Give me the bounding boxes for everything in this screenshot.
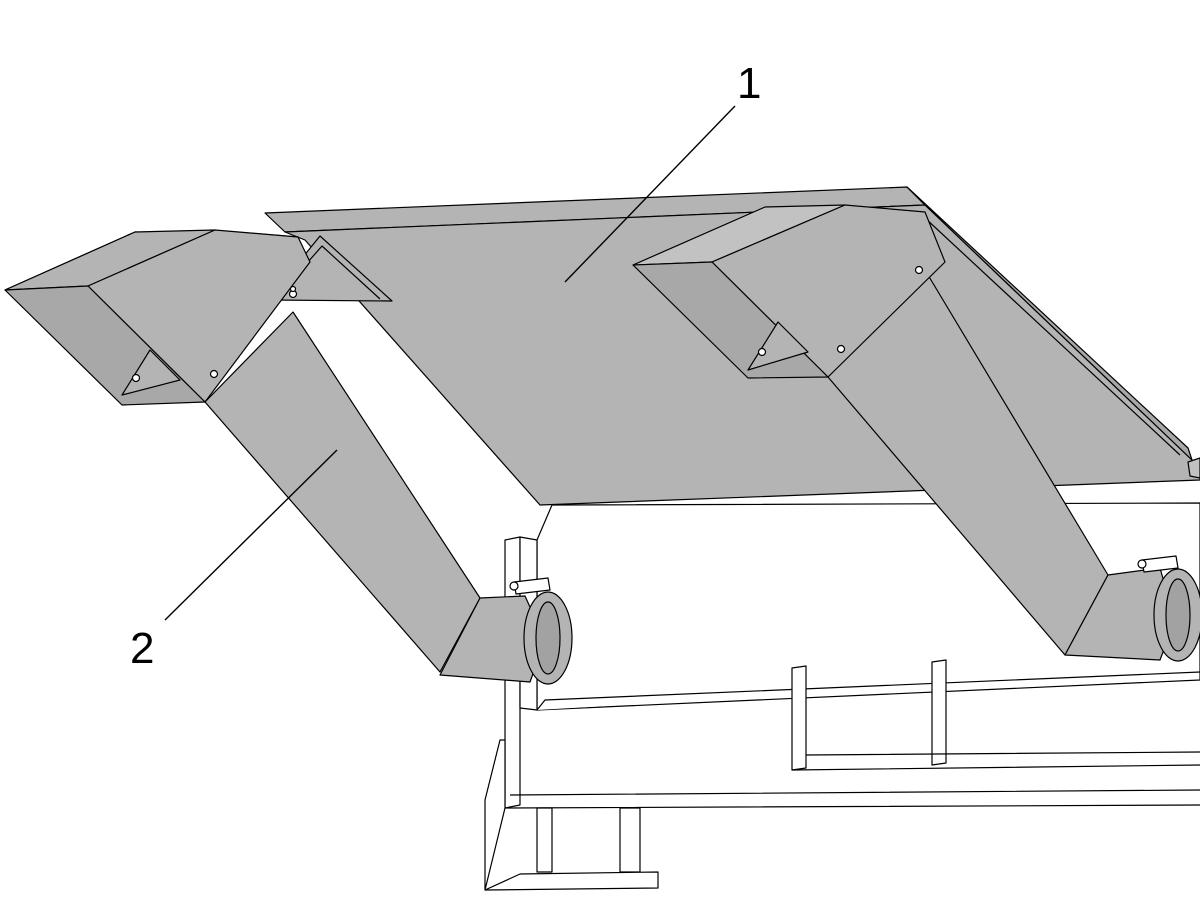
leader-line-1	[564, 105, 736, 283]
leader-line-2	[164, 449, 338, 621]
left-hood-bolt-b	[209, 369, 219, 379]
right-hood-gusset	[747, 321, 809, 371]
bracket-bolt-head	[289, 285, 297, 293]
left-clamp-ring-inner	[535, 601, 561, 675]
discharge-chute-left	[4, 229, 573, 685]
foot-leg	[484, 739, 506, 891]
foot-block-b	[619, 807, 641, 873]
cover-plate-tab	[1187, 457, 1200, 479]
cover-plate-edge-line	[924, 217, 1181, 456]
right-hood-bolt-a	[757, 347, 767, 357]
right-clamp-nut	[1137, 559, 1147, 569]
foot-base	[484, 871, 659, 891]
callout-label-2: 2	[130, 624, 155, 673]
left-hood-gusset	[121, 349, 181, 396]
leader-lines	[164, 105, 736, 621]
right-hood-bolt-b	[836, 344, 846, 354]
upright-b	[931, 659, 947, 766]
bottom-rail	[504, 789, 1200, 809]
trough-inner-line	[536, 671, 1200, 711]
right-clamp-ring-inner	[1165, 578, 1191, 652]
upright-a	[791, 665, 807, 771]
cover-plate-right-edge	[906, 186, 1193, 461]
left-hood-bolt-a	[131, 373, 141, 383]
left-clamp-nut	[509, 581, 519, 591]
callout-label-1: 1	[737, 59, 762, 108]
trough-floor	[791, 751, 1200, 771]
foot-block-a	[536, 807, 553, 873]
discharge-chute-right	[632, 204, 1200, 662]
right-hood-bolt-c	[914, 265, 924, 275]
